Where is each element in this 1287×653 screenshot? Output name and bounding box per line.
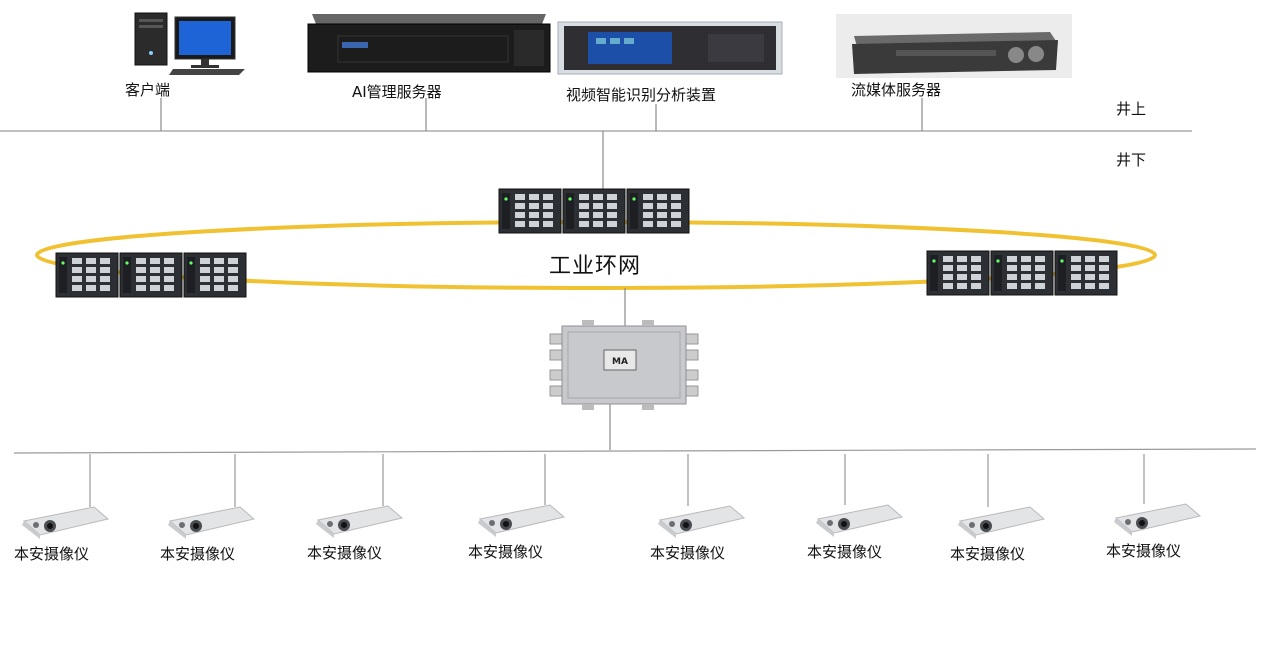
mine-camera-icon — [1114, 454, 1202, 536]
industrial-switch-icon — [926, 250, 1118, 296]
streaming-server-icon — [836, 14, 1072, 78]
explosion-proof-box-icon: MA — [549, 320, 699, 410]
device-label-analysis: 视频智能识别分析装置 — [566, 86, 717, 104]
mine-camera-icon — [658, 454, 746, 538]
industrial-switch-icon — [498, 188, 690, 234]
camera-label: 本安摄像仪 — [160, 545, 236, 563]
mine-camera-icon — [168, 454, 256, 539]
device-label-ai-server: AI管理服务器 — [352, 83, 442, 101]
camera-label: 本安摄像仪 — [307, 544, 383, 562]
zone-label-below: 井下 — [1116, 151, 1147, 169]
camera-label: 本安摄像仪 — [807, 543, 883, 561]
mine-camera-icon — [958, 454, 1046, 539]
device-label-streaming: 流媒体服务器 — [851, 81, 942, 99]
camera-label: 本安摄像仪 — [650, 544, 726, 562]
analysis-appliance-icon — [557, 21, 783, 75]
camera-label: 本安摄像仪 — [14, 545, 90, 563]
zone-label-above: 井上 — [1116, 100, 1147, 118]
mine-camera-icon — [478, 454, 566, 537]
industrial-switch-icon — [55, 252, 247, 298]
box-badge: MA — [612, 357, 628, 367]
mine-camera-icon — [22, 454, 110, 539]
mine-camera-icon — [816, 454, 904, 537]
camera-bus-line — [13, 448, 1257, 454]
mine-camera-icon — [316, 454, 404, 538]
device-label-client: 客户端 — [125, 81, 171, 99]
rack-server-icon — [307, 14, 551, 73]
camera-label: 本安摄像仪 — [468, 543, 544, 561]
desktop-pc-icon — [134, 12, 245, 75]
camera-label: 本安摄像仪 — [950, 545, 1026, 563]
camera-label: 本安摄像仪 — [1106, 542, 1182, 560]
ring-label: 工业环网 — [549, 254, 642, 279]
